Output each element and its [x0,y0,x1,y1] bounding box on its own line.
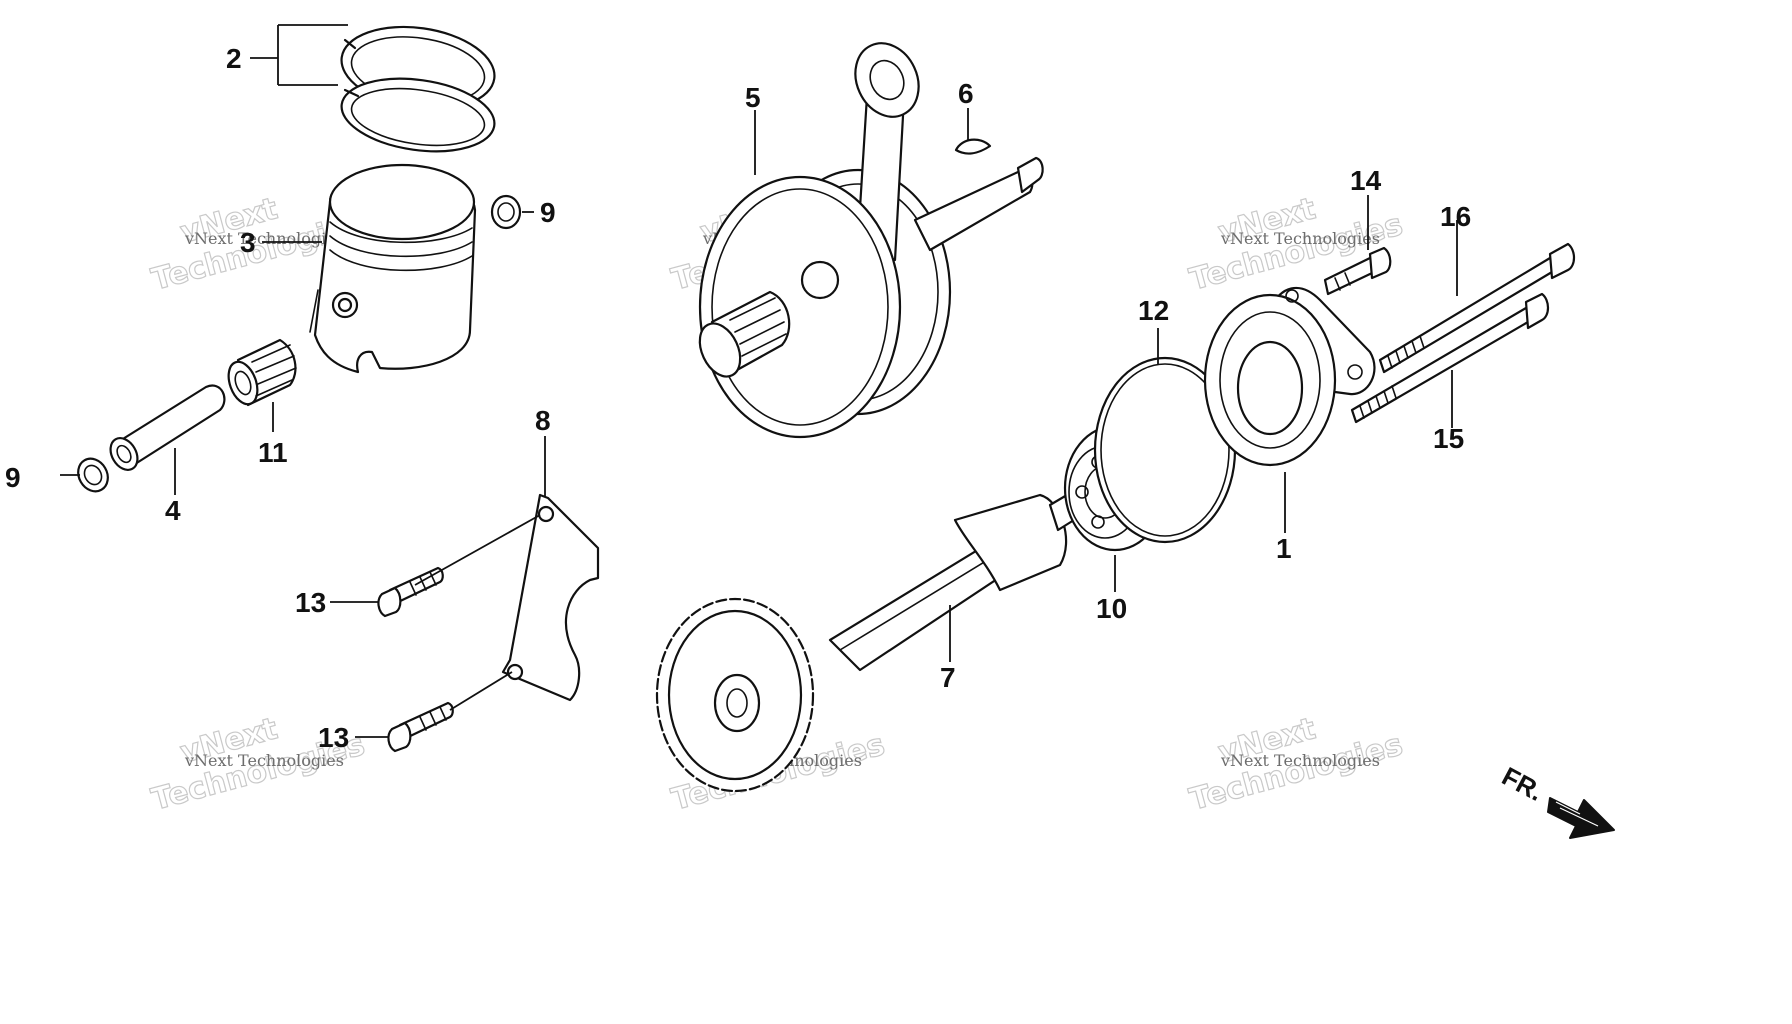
woodruff-key[interactable] [954,138,992,155]
callout-11: 11 [258,437,288,468]
arrow-right-down-icon [1547,797,1615,839]
watermark-small-1: vNext Technologies [184,229,344,248]
piston-pin[interactable] [105,384,226,475]
bearing-holder[interactable] [1203,286,1376,467]
callout-13-upper: 13 [295,587,326,618]
needle-bearing[interactable] [223,338,297,408]
callout-1: 1 [1276,533,1292,564]
bolt-lower[interactable] [387,701,454,753]
leader-lines [60,24,1458,738]
callout-14: 14 [1350,165,1382,196]
callout-6: 6 [958,78,974,109]
callout-16: 16 [1440,201,1471,232]
crankshaft[interactable] [692,33,1044,439]
o-ring[interactable] [1093,356,1237,544]
callout-7: 7 [940,662,956,693]
bolt-long-lower[interactable] [1350,292,1550,424]
front-direction-label: FR. [1497,761,1548,807]
bracket[interactable] [501,493,600,702]
callout-9-right: 9 [540,197,556,228]
callout-2: 2 [226,43,242,74]
callout-10: 10 [1096,593,1127,624]
watermark-small-6: vNext Technologies [1220,751,1380,770]
callout-3: 3 [240,227,256,258]
piston[interactable] [309,163,477,374]
callout-4: 4 [165,495,181,526]
bolt-small[interactable] [1323,246,1392,296]
watermark-small-3: vNext Technologies [1220,229,1380,248]
watermark-small-4: vNext Technologies [184,751,344,770]
piston-pin-clip-right[interactable] [490,194,522,230]
front-direction-marker: FR. [1497,761,1615,839]
piston-rings[interactable] [336,18,500,161]
piston-pin-clip-left[interactable] [72,453,113,496]
callout-5: 5 [745,82,761,113]
bolt-long-upper[interactable] [1378,242,1576,374]
callout-12: 12 [1138,295,1169,326]
callout-13-lower: 13 [318,722,349,753]
callout-8: 8 [535,405,551,436]
callout-9-left: 9 [5,462,21,493]
callout-15: 15 [1433,423,1464,454]
